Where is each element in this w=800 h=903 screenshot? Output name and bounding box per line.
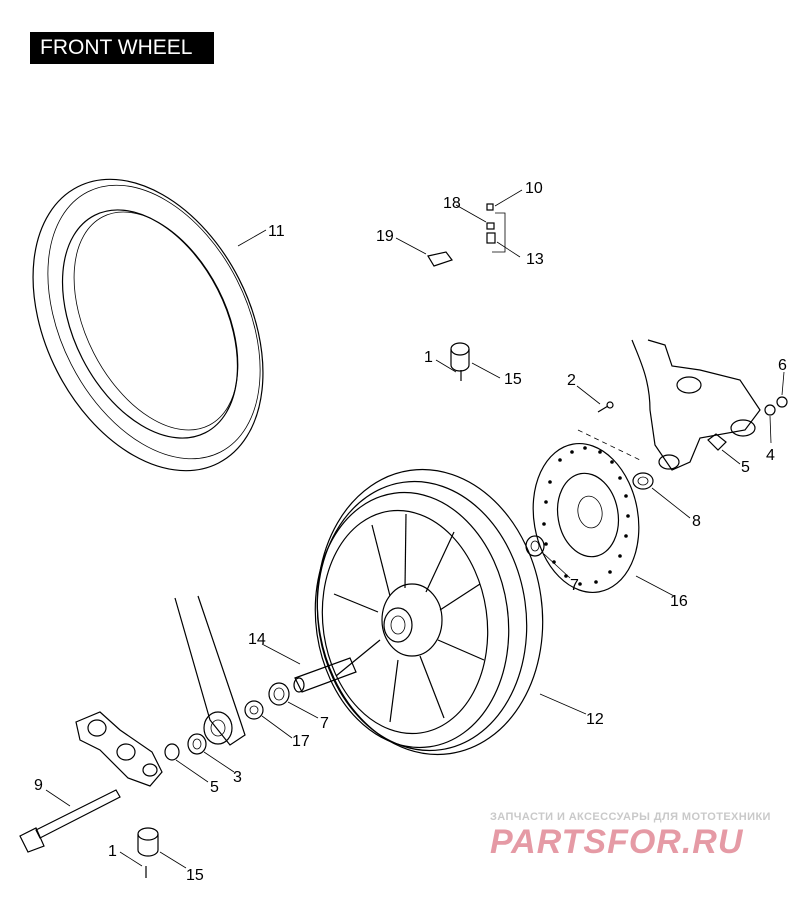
callout-16: 16 [670, 593, 688, 610]
axle-spacer [293, 657, 357, 693]
front-axle [19, 789, 121, 853]
callout-13: 13 [526, 251, 544, 268]
callout-6: 6 [778, 357, 787, 374]
callout-12: 12 [586, 711, 604, 728]
callout-7-upper: 7 [570, 577, 579, 594]
cast-wheel [314, 468, 544, 756]
watermark: ЗАПЧАСТИ И АКСЕССУАРЫ ДЛЯ МОТОТЕХНИКИ PA… [490, 811, 771, 861]
callout-3: 3 [233, 769, 242, 786]
callout-15-upper: 15 [504, 371, 522, 388]
spacer-washer [632, 472, 654, 490]
callout-10: 10 [525, 180, 543, 197]
callout-2: 2 [567, 372, 576, 389]
callout-4: 4 [766, 447, 775, 464]
rotor-bolt [577, 401, 641, 461]
fork-clamp-bracket [75, 711, 163, 787]
diagram-title: FRONT WHEEL [30, 32, 214, 64]
lower-spacer [137, 827, 159, 878]
callout-5-lower: 5 [210, 779, 219, 796]
hub-bearing-left [268, 682, 290, 706]
callout-8: 8 [692, 513, 701, 530]
callout-15-lower: 15 [186, 867, 204, 884]
tire [32, 178, 264, 472]
left-fork-slider [174, 595, 246, 746]
callout-17: 17 [292, 733, 310, 750]
axle-spacer-left [187, 733, 207, 755]
callout-18: 18 [443, 195, 461, 212]
callout-5-upper: 5 [741, 459, 750, 476]
callout-19: 19 [376, 228, 394, 245]
watermark-logo: PARTSFOR.RU [490, 823, 744, 861]
callout-1-lower: 1 [108, 843, 117, 860]
callout-labels: 11 10 18 19 13 1 15 2 6 4 5 8 7 16 14 12… [34, 180, 787, 884]
leader-lines [45, 189, 785, 869]
callout-1-upper: 1 [424, 349, 433, 366]
callout-14: 14 [248, 631, 266, 648]
valve-stem-assembly [427, 203, 506, 267]
callout-9: 9 [34, 777, 43, 794]
brake-rotor [532, 442, 640, 594]
callout-11: 11 [268, 223, 285, 240]
right-fork-slider [631, 339, 788, 471]
watermark-tagline: ЗАПЧАСТИ И АКСЕССУАРЫ ДЛЯ МОТОТЕХНИКИ [490, 811, 771, 823]
clamp-washer-left [164, 743, 180, 761]
left-spacer [244, 700, 264, 720]
upper-spacer [450, 342, 470, 381]
callout-7-lower: 7 [320, 715, 329, 732]
